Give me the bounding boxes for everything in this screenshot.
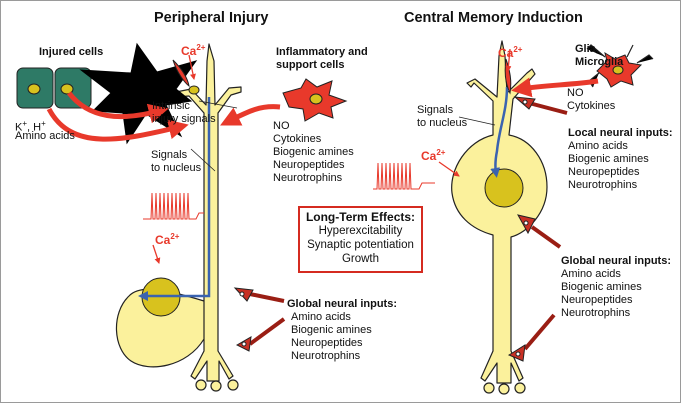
right-action-potential xyxy=(373,162,435,190)
right-synapse-top xyxy=(513,96,568,115)
right-neuron xyxy=(451,40,548,395)
right-global-item: Neurotrophins xyxy=(561,307,631,319)
right-ca-label: Ca2+ xyxy=(421,148,446,163)
right-global-item: Amino acids xyxy=(561,268,621,280)
local-item: Biogenic amines xyxy=(568,153,649,165)
left-action-potential xyxy=(143,192,204,220)
ions-arrow xyxy=(46,107,189,142)
intrinsic-label-1: Intrinsic xyxy=(152,100,190,112)
inflam-item: Neurotrophins xyxy=(273,172,343,184)
inflammatory-arrow xyxy=(220,104,281,126)
right-synapse-middle xyxy=(517,214,562,249)
glia-nucleus xyxy=(612,65,624,75)
amino-acids-label: Amino acids xyxy=(15,130,75,142)
left-title: Peripheral Injury xyxy=(154,10,269,26)
intrinsic-spot xyxy=(188,85,200,95)
left-synapse-bottom xyxy=(235,317,286,352)
right-signal-path xyxy=(490,86,509,178)
glia-list-item: NO xyxy=(567,87,584,99)
left-signals-leader xyxy=(190,148,216,172)
right-signals-leader xyxy=(458,116,496,126)
inflammatory-label-2: support cells xyxy=(276,59,345,71)
effect-item: Hyperexcitability xyxy=(318,225,403,237)
inflam-item: Neuropeptides xyxy=(273,159,345,171)
inflammatory-nucleus xyxy=(309,93,323,105)
injured-cells-label: Injured cells xyxy=(39,46,104,58)
right-top-ca-arrow xyxy=(505,48,512,72)
right-global-item: Biogenic amines xyxy=(561,281,642,293)
glia-label-2: Microglia xyxy=(575,56,624,68)
left-global-item: Amino acids xyxy=(291,311,351,323)
left-global-list: Amino acids Biogenic amines Neuropeptide… xyxy=(291,311,372,363)
long-term-effects-box: Long-Term Effects: Hyperexcitability Syn… xyxy=(298,206,423,273)
local-inputs-title: Local neural inputs: xyxy=(568,127,673,139)
right-signals-label-1: Signals xyxy=(417,104,454,116)
ions-label: K+, H+ xyxy=(15,119,46,134)
right-title: Central Memory Induction xyxy=(404,10,583,26)
injured-cells xyxy=(16,67,92,109)
glia-arrow xyxy=(511,77,599,98)
effects-title: Long-Term Effects: xyxy=(305,210,416,224)
injured-cells-arrow xyxy=(67,91,169,124)
local-inputs-list: Amino acids Biogenic amines Neuropeptide… xyxy=(568,140,649,192)
left-global-item: Neuropeptides xyxy=(291,337,363,349)
local-item: Amino acids xyxy=(568,140,628,152)
right-synapse-bottom xyxy=(507,313,556,362)
inflammatory-list: NO Cytokines Biogenic amines Neuropeptid… xyxy=(273,120,354,185)
right-top-ca-label: Ca2+ xyxy=(498,45,523,60)
left-signals-label-2: to nucleus xyxy=(151,162,202,174)
left-global-title: Global neural inputs: xyxy=(287,298,398,310)
right-global-item: Neuropeptides xyxy=(561,294,633,306)
left-top-ca-arrow xyxy=(188,54,196,80)
left-ca-label: Ca2+ xyxy=(155,232,180,247)
ion-channel xyxy=(172,59,190,88)
left-signal-path xyxy=(138,97,211,301)
inflammatory-label-1: Inflammatory and xyxy=(276,46,368,58)
left-synapse-top xyxy=(233,287,285,303)
effect-item: Growth xyxy=(341,253,380,265)
inflam-item: Cytokines xyxy=(273,133,322,145)
local-item: Neuropeptides xyxy=(568,166,640,178)
local-item: Neurotrophins xyxy=(568,179,638,191)
inflam-item: Biogenic amines xyxy=(273,146,354,158)
right-signals-label-2: to nucleus xyxy=(417,117,468,129)
left-global-item: Neurotrophins xyxy=(291,350,361,362)
intrinsic-label-2: injury signals xyxy=(152,113,216,125)
glia-list-item: Cytokines xyxy=(567,100,616,112)
intrinsic-leader xyxy=(198,100,238,109)
inflam-item: NO xyxy=(273,120,290,132)
right-global-list: Amino acids Biogenic amines Neuropeptide… xyxy=(561,268,642,320)
glia-label-1: Glia, xyxy=(575,43,599,55)
left-global-item: Biogenic amines xyxy=(291,324,372,336)
right-nucleus xyxy=(484,168,524,208)
effect-item: Synaptic potentiation xyxy=(307,239,414,251)
right-ca-arrow xyxy=(438,161,460,177)
left-top-ca-label: Ca2+ xyxy=(181,43,206,58)
right-global-title: Global neural inputs: xyxy=(561,255,672,267)
left-ca-arrow xyxy=(152,244,161,264)
left-signals-label-1: Signals xyxy=(151,149,188,161)
